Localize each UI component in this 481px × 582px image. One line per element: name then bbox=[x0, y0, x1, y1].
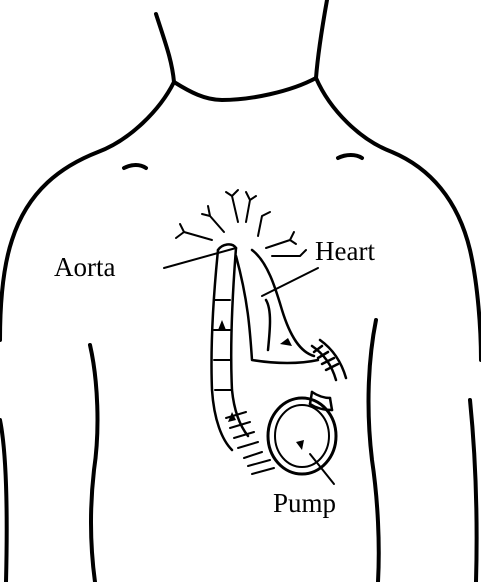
left-shoulder-line bbox=[0, 82, 174, 340]
vessel-branches bbox=[176, 190, 306, 256]
neck-right-line bbox=[316, 0, 327, 78]
pump-outer-ring bbox=[268, 398, 336, 474]
arrow-pump bbox=[296, 440, 304, 450]
arrow-heart bbox=[280, 338, 292, 346]
neck-left-line bbox=[156, 14, 174, 82]
right-shoulder-line bbox=[316, 78, 481, 360]
left-arm-outer-line bbox=[0, 420, 7, 582]
right-arm-outer-line bbox=[470, 400, 477, 582]
pump-inner-ring bbox=[275, 405, 329, 467]
pump-device bbox=[268, 398, 336, 474]
right-arm-gap-line bbox=[369, 320, 379, 582]
left-arm-gap-line bbox=[90, 345, 97, 582]
heart-body bbox=[236, 250, 318, 363]
leader-lines bbox=[164, 248, 334, 484]
heart-label: Heart bbox=[315, 238, 375, 265]
left-clavicle-mark bbox=[124, 165, 146, 168]
aorta-leader-line bbox=[164, 248, 236, 268]
pump-label: Pump bbox=[273, 490, 336, 517]
heart-leader-line bbox=[262, 268, 318, 296]
neck-base-curve bbox=[174, 78, 316, 100]
arrow-ascending bbox=[218, 320, 226, 330]
aorta-label: Aorta bbox=[54, 254, 115, 281]
right-clavicle-mark bbox=[338, 155, 362, 158]
